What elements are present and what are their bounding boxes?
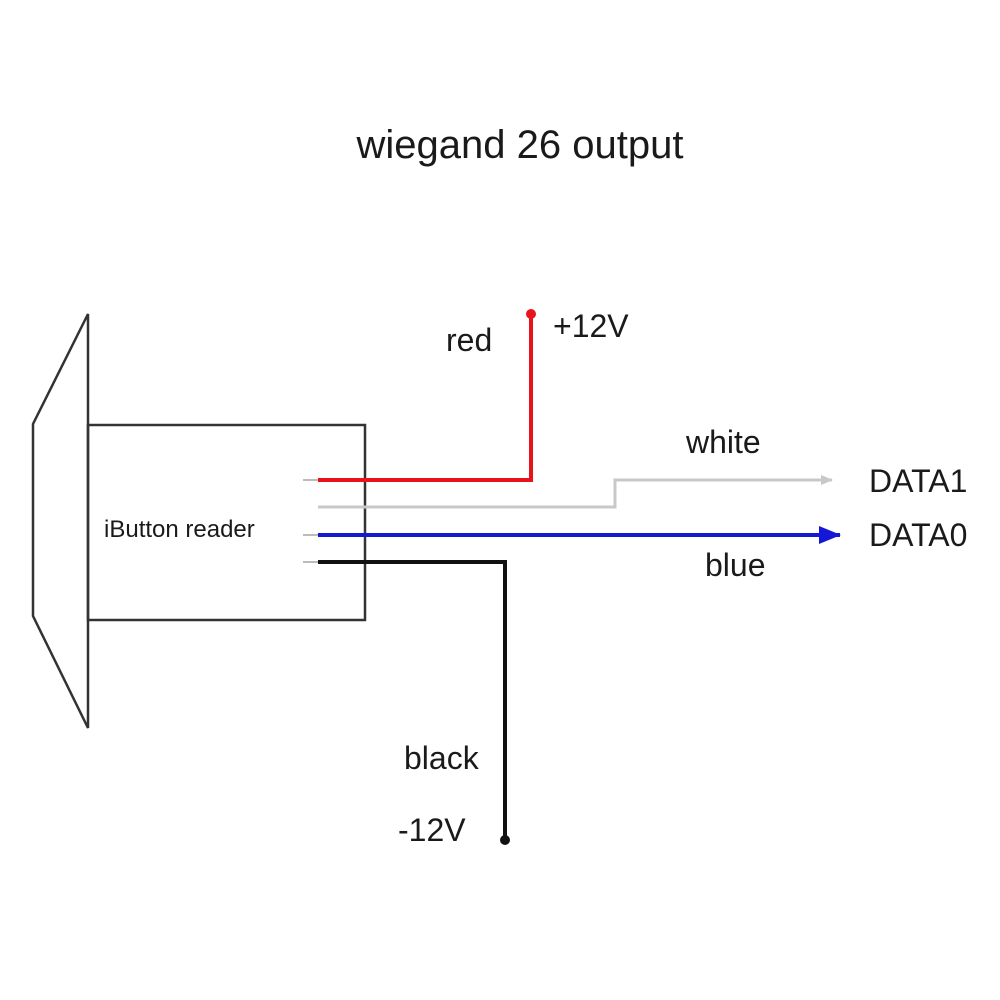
positive-12v-label: +12V (553, 308, 629, 344)
reader-bezel (31, 313, 90, 729)
data1-label: DATA1 (869, 463, 967, 499)
diagram-title: wiegand 26 output (356, 123, 684, 167)
black-wire-label: black (404, 740, 480, 776)
white-wire-label: white (685, 424, 761, 460)
negative-terminal-dot (500, 835, 510, 845)
red-wire (303, 309, 536, 482)
data0-label: DATA0 (869, 517, 967, 553)
red-wire-label: red (446, 322, 492, 358)
reader-body (86, 423, 367, 622)
positive-terminal-dot (526, 309, 536, 319)
white-wire (318, 475, 833, 509)
negative-12v-label: -12V (398, 812, 466, 848)
black-wire (303, 560, 510, 845)
blue-wire-label: blue (705, 547, 766, 583)
device-label: iButton reader (104, 516, 255, 543)
